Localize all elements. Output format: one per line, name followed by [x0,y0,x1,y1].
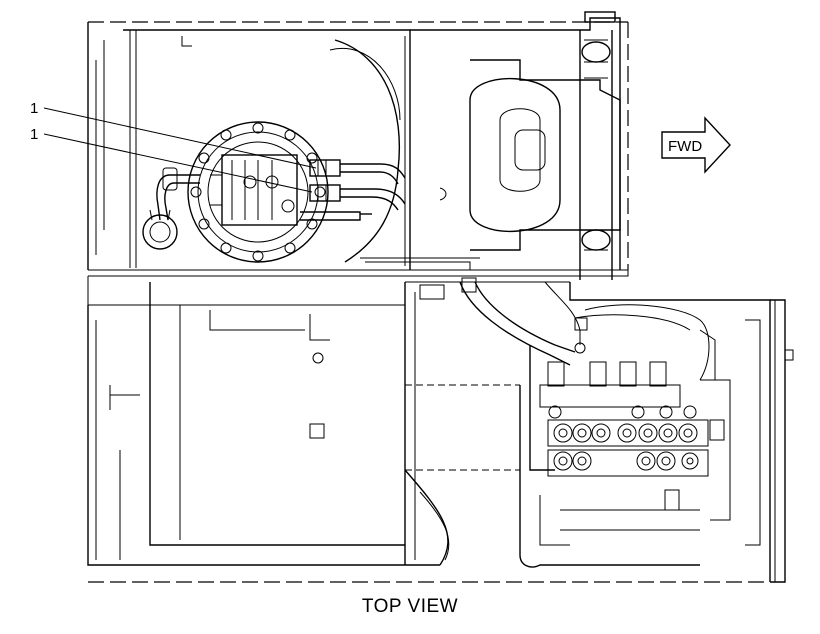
hydraulic-fittings [300,159,406,221]
view-caption: TOP VIEW [361,596,459,617]
forward-arrow: FWD [661,116,731,174]
center-frame [360,59,621,270]
cover-arc-inner [329,48,401,121]
cabinet-hoses [459,277,710,381]
valve-ports [548,405,699,471]
lower-deck-outline [87,276,770,583]
valve-cabinet [519,282,794,583]
forward-label: FWD [668,138,702,155]
panel-edge [404,469,449,566]
upper-deck-outline [87,17,629,277]
callout-label: 1 [30,100,38,117]
left-hose-loop [142,167,200,250]
motor-housing [187,121,329,263]
callout-leaders [43,107,317,193]
cover-arc [334,39,401,263]
callout-label: 1 [30,126,38,143]
drive-chain [579,11,616,280]
panel-edge-inner [419,491,450,561]
